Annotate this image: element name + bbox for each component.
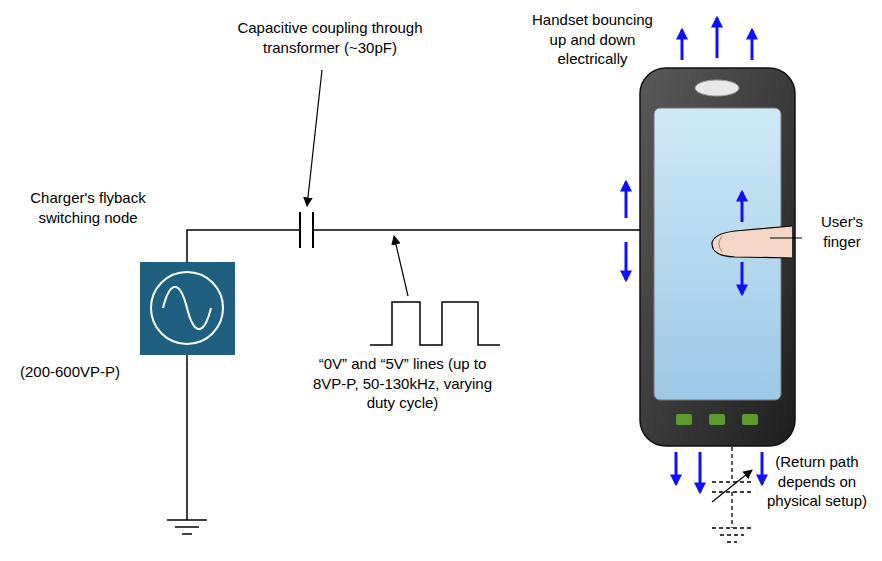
callout-text: Handset bouncing up and down electricall… <box>530 10 655 69</box>
return-path <box>731 492 732 528</box>
return-path <box>712 527 752 528</box>
pulse-waveform <box>370 302 500 345</box>
callout-text: Charger's flyback switching node <box>8 188 168 227</box>
signal-label: “0V” and “5V” lines (up to 8VP-P, 50-130… <box>300 354 505 413</box>
motion-arrow <box>699 452 702 492</box>
ground-symbol <box>182 533 192 535</box>
ground-symbol <box>175 526 199 528</box>
handset <box>640 68 795 446</box>
wire <box>187 230 300 262</box>
variable-capacitor-arrow <box>712 470 752 502</box>
leader-arrow <box>307 70 322 206</box>
callout-text: User's finger <box>806 212 878 251</box>
motion-arrow <box>741 262 744 294</box>
capacitor-symbol <box>300 212 313 248</box>
motion-arrow <box>751 30 754 60</box>
finger <box>719 236 722 252</box>
motion-arrow <box>625 242 628 280</box>
motion-arrow <box>626 18 762 492</box>
motion-arrow <box>625 182 628 218</box>
wire <box>186 355 188 520</box>
motion-arrow <box>675 452 678 484</box>
leader-arrow <box>394 236 408 296</box>
capacitor-symbol <box>299 212 301 248</box>
return-path <box>712 447 752 542</box>
wire <box>313 229 640 231</box>
motion-arrow <box>716 18 719 58</box>
handset <box>709 414 725 425</box>
return-path <box>727 541 737 542</box>
voltage-label: (200-600VP-P) <box>6 362 134 382</box>
callout-text: Capacitive coupling through transformer … <box>235 18 425 57</box>
ac-source-symbol <box>151 272 223 344</box>
handset <box>640 68 795 446</box>
wire <box>187 230 640 520</box>
handset <box>695 80 739 96</box>
return-path <box>712 481 752 482</box>
return-path <box>720 534 744 535</box>
return-path <box>731 447 732 482</box>
motion-arrow <box>761 452 764 484</box>
finger <box>712 226 792 258</box>
motion-arrow <box>741 192 744 222</box>
handset <box>742 414 758 425</box>
note-text: (Return path depends on physical setup) <box>758 452 876 511</box>
ac-source-symbol <box>163 287 211 329</box>
capacitor-symbol <box>312 212 314 248</box>
ac-source-symbol <box>140 262 235 355</box>
motion-arrow <box>681 30 684 60</box>
ground-symbol <box>167 519 207 521</box>
ac-source-symbol <box>140 262 235 355</box>
handset <box>676 414 692 425</box>
leader-line <box>770 238 802 239</box>
ground-symbol <box>167 520 207 534</box>
